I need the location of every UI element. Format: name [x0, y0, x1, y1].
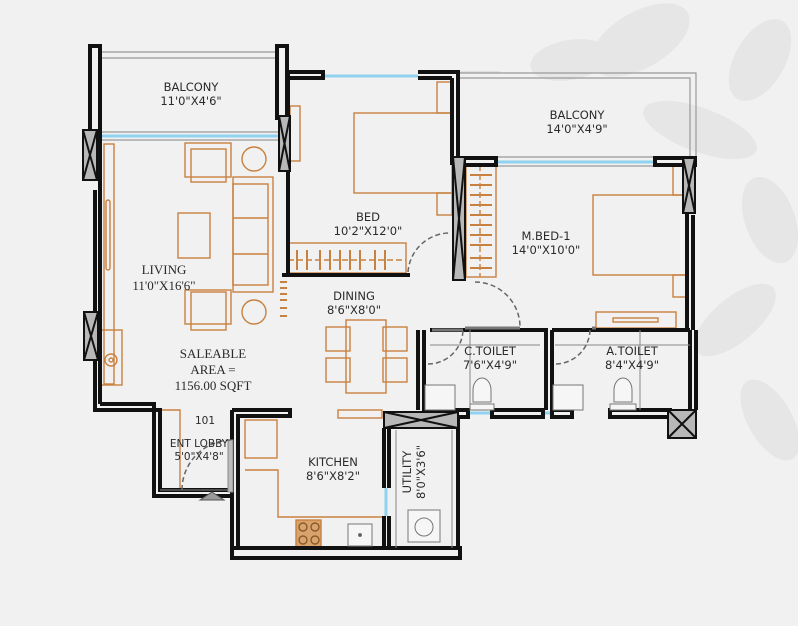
unit-number: 101 [194, 415, 216, 427]
room-name: ENT LOBBY [169, 438, 229, 450]
room-name: BED [355, 210, 380, 224]
leaf-watermark-icon [530, 3, 798, 461]
room-label-master-bed: M.BED-1 14'0"X10'0" [512, 229, 581, 257]
room-name: BALCONY [163, 80, 219, 94]
room-name: DINING [333, 289, 375, 303]
room-label-balcony-living: BALCONY 11'0"X4'6" [160, 80, 221, 108]
room-name: A.TOILET [606, 344, 658, 358]
room-label-utility: UTILITY 8'0"X3'6" [400, 445, 428, 499]
room-label-dining: DINING 8'6"X8'0" [327, 289, 381, 317]
saleable-area-value: 1156.00 SQFT [174, 378, 252, 393]
wardrobe-hangers-icon [280, 174, 492, 317]
room-name: M.BED-1 [521, 229, 571, 243]
entrance-arrow-icon [198, 491, 226, 501]
room-name: C.TOILET [464, 344, 516, 358]
room-label-entrance-lobby: ENT LOBBY 5'0"X4'8" [170, 438, 228, 464]
room-label-balcony-master: BALCONY 14'0"X4'9" [546, 108, 607, 136]
furniture [99, 81, 689, 548]
room-size: 8'4"X4'9" [604, 358, 660, 372]
door-leaf [432, 326, 596, 332]
saleable-area: SALEABLE AREA = 1156.00 SQFT [175, 346, 252, 394]
room-size: 5'0"X4'8" [174, 451, 224, 463]
balcony-railing [100, 51, 697, 167]
saleable-area-line2: AREA = [190, 362, 236, 377]
room-size: 14'0"X4'9" [546, 122, 608, 136]
room-size: 11'0"X16'6" [132, 278, 196, 293]
room-label-kitchen: KITCHEN 8'6"X8'2" [306, 455, 360, 483]
room-label-attached-toilet: A.TOILET 8'4"X4'9" [605, 344, 659, 372]
room-name: BALCONY [549, 108, 605, 122]
sanitary-fixtures [347, 377, 637, 547]
room-name: LIVING [141, 262, 187, 277]
room-size: 10'2"X12'0" [333, 224, 403, 238]
room-name: KITCHEN [308, 455, 358, 469]
room-size: 8'6"X8'0" [326, 303, 382, 317]
saleable-area-line1: SALEABLE [179, 346, 247, 361]
room-size: 7'6"X4'9" [462, 358, 518, 372]
room-size: 11'0"X4'6" [160, 94, 222, 108]
door-swing [181, 232, 591, 491]
room-size: 8'6"X8'2" [305, 469, 361, 483]
room-label-bed: BED 10'2"X12'0" [334, 210, 403, 238]
room-label-common-toilet: C.TOILET 7'6"X4'9" [463, 344, 517, 372]
column-x-icon [82, 115, 697, 439]
room-name: UTILITY [400, 450, 414, 494]
room-size: 8'0"X3'6" [414, 444, 428, 500]
room-size: 14'0"X10'0" [511, 243, 581, 257]
room-label-living: LIVING 11'0"X16'6" [132, 262, 195, 294]
interior-lines [160, 330, 690, 548]
